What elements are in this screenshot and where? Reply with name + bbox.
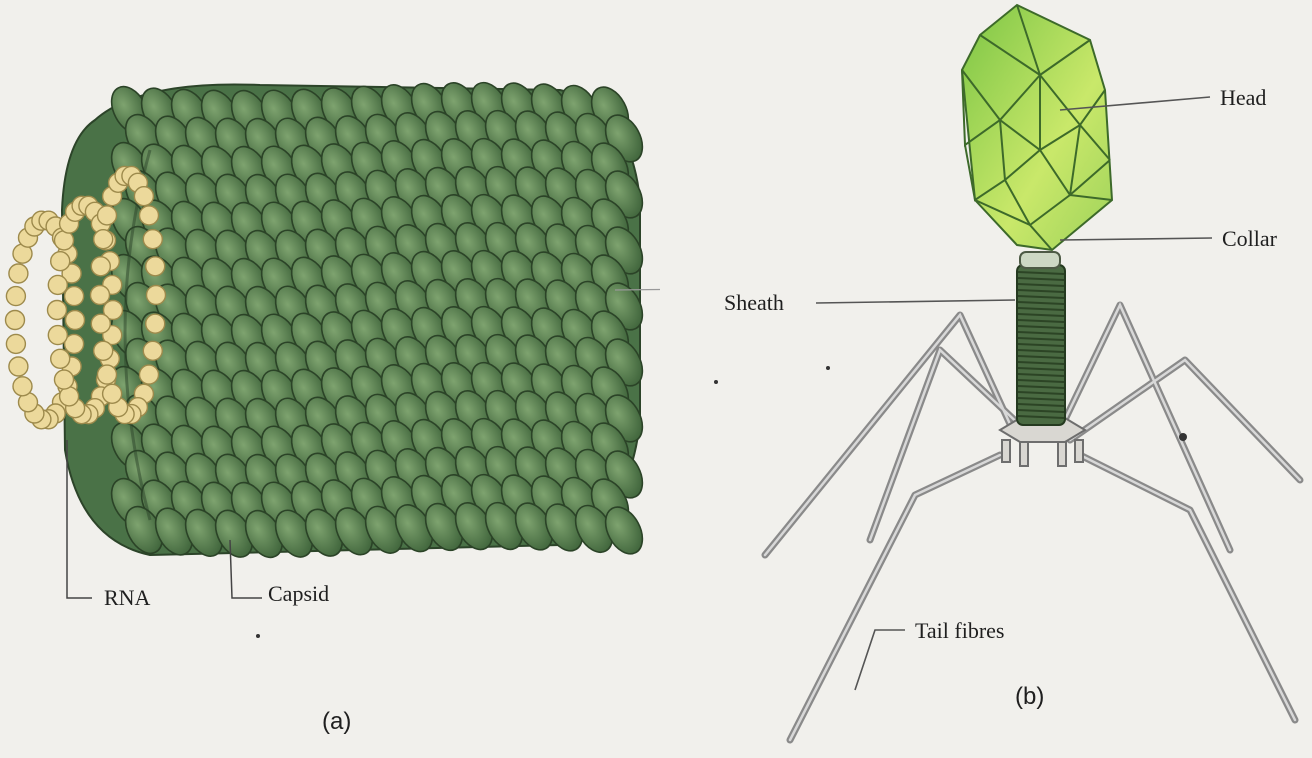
- sheath-leader: [816, 300, 1015, 303]
- collar: [1020, 252, 1060, 268]
- tail-sheath: [1017, 265, 1065, 425]
- tail-fibres-label: Tail fibres: [915, 620, 1004, 642]
- caption-b: (b): [1015, 685, 1044, 709]
- collar-leader: [1060, 238, 1212, 240]
- phage-head: [962, 5, 1112, 250]
- caption-a: (a): [322, 710, 351, 734]
- sheath-label: Sheath: [724, 292, 784, 314]
- head-label: Head: [1220, 87, 1266, 109]
- capsid-label: Capsid: [268, 583, 329, 605]
- rna-label: RNA: [104, 587, 150, 609]
- collar-label: Collar: [1222, 228, 1277, 250]
- tail-fibres-leader: [855, 630, 905, 690]
